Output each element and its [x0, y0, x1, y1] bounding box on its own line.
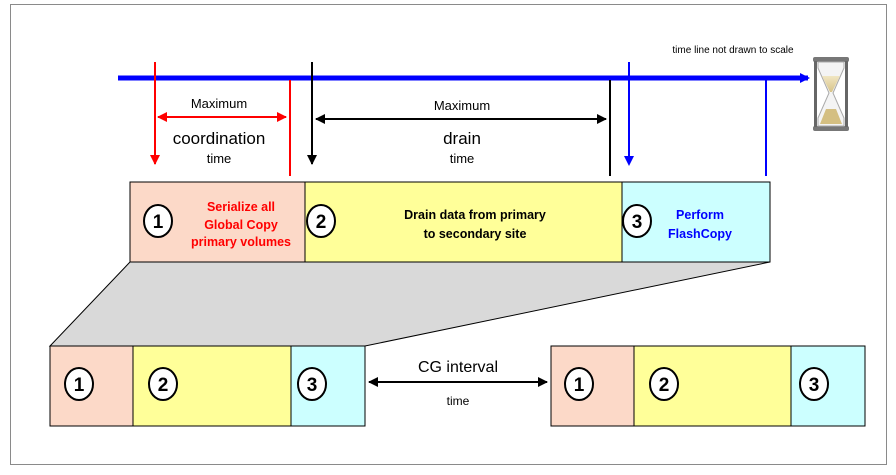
bottom-left-number3: 3: [307, 375, 318, 396]
cg-interval-time-label: time: [447, 394, 470, 408]
drain-time-label: time: [450, 151, 475, 166]
bottom-left-number2: 2: [158, 375, 169, 396]
bottom-right-number1-circle: [564, 367, 594, 401]
drain-label: drain: [443, 129, 481, 148]
top-phase3-box: [621, 181, 771, 263]
top-phase2-number: 2: [316, 212, 327, 233]
bottom-left-number3-circle: [297, 367, 327, 401]
bottom-right-number3: 3: [809, 375, 820, 396]
bottom-left-number1-circle: [64, 367, 94, 401]
top-phase2-text-line2: to secondary site: [424, 227, 527, 241]
top-phase1-text-line3: primary volumes: [191, 235, 291, 249]
top-phase2-number-circle: [306, 204, 336, 238]
top-phase2-box: [304, 181, 623, 263]
top-phase3-number: 3: [632, 212, 643, 233]
bottom-right-number3-circle: [799, 367, 829, 401]
top-phase-bar: [129, 181, 771, 263]
top-phase1-text-line1: Serialize all: [207, 200, 275, 214]
cg-interval-label: CG interval: [418, 359, 498, 376]
bottom-right-number2: 2: [659, 375, 670, 396]
bottom-right-number2-circle: [649, 367, 679, 401]
coordination-maximum-label: Maximum: [191, 96, 247, 111]
hourglass-icon: [813, 57, 849, 131]
top-phase3-number-circle: [622, 204, 652, 238]
not-to-scale-note: time line not drawn to scale: [672, 45, 794, 56]
drain-maximum-label: Maximum: [434, 98, 490, 113]
top-phase1-number-circle: [143, 204, 173, 238]
bottom-right-number1: 1: [574, 375, 585, 396]
top-phase2-text-line1: Drain data from primary: [404, 208, 546, 222]
top-phase3-text-line1: Perform: [676, 208, 724, 222]
top-phase1-text-line2: Global Copy: [204, 218, 278, 232]
coordination-label: coordination: [173, 129, 266, 148]
top-phase1-number: 1: [153, 212, 164, 233]
top-phase3-text-line2: FlashCopy: [668, 227, 732, 241]
bottom-left-number2-circle: [148, 367, 178, 401]
bottom-left-number1: 1: [74, 375, 85, 396]
coordination-time-label: time: [207, 151, 232, 166]
